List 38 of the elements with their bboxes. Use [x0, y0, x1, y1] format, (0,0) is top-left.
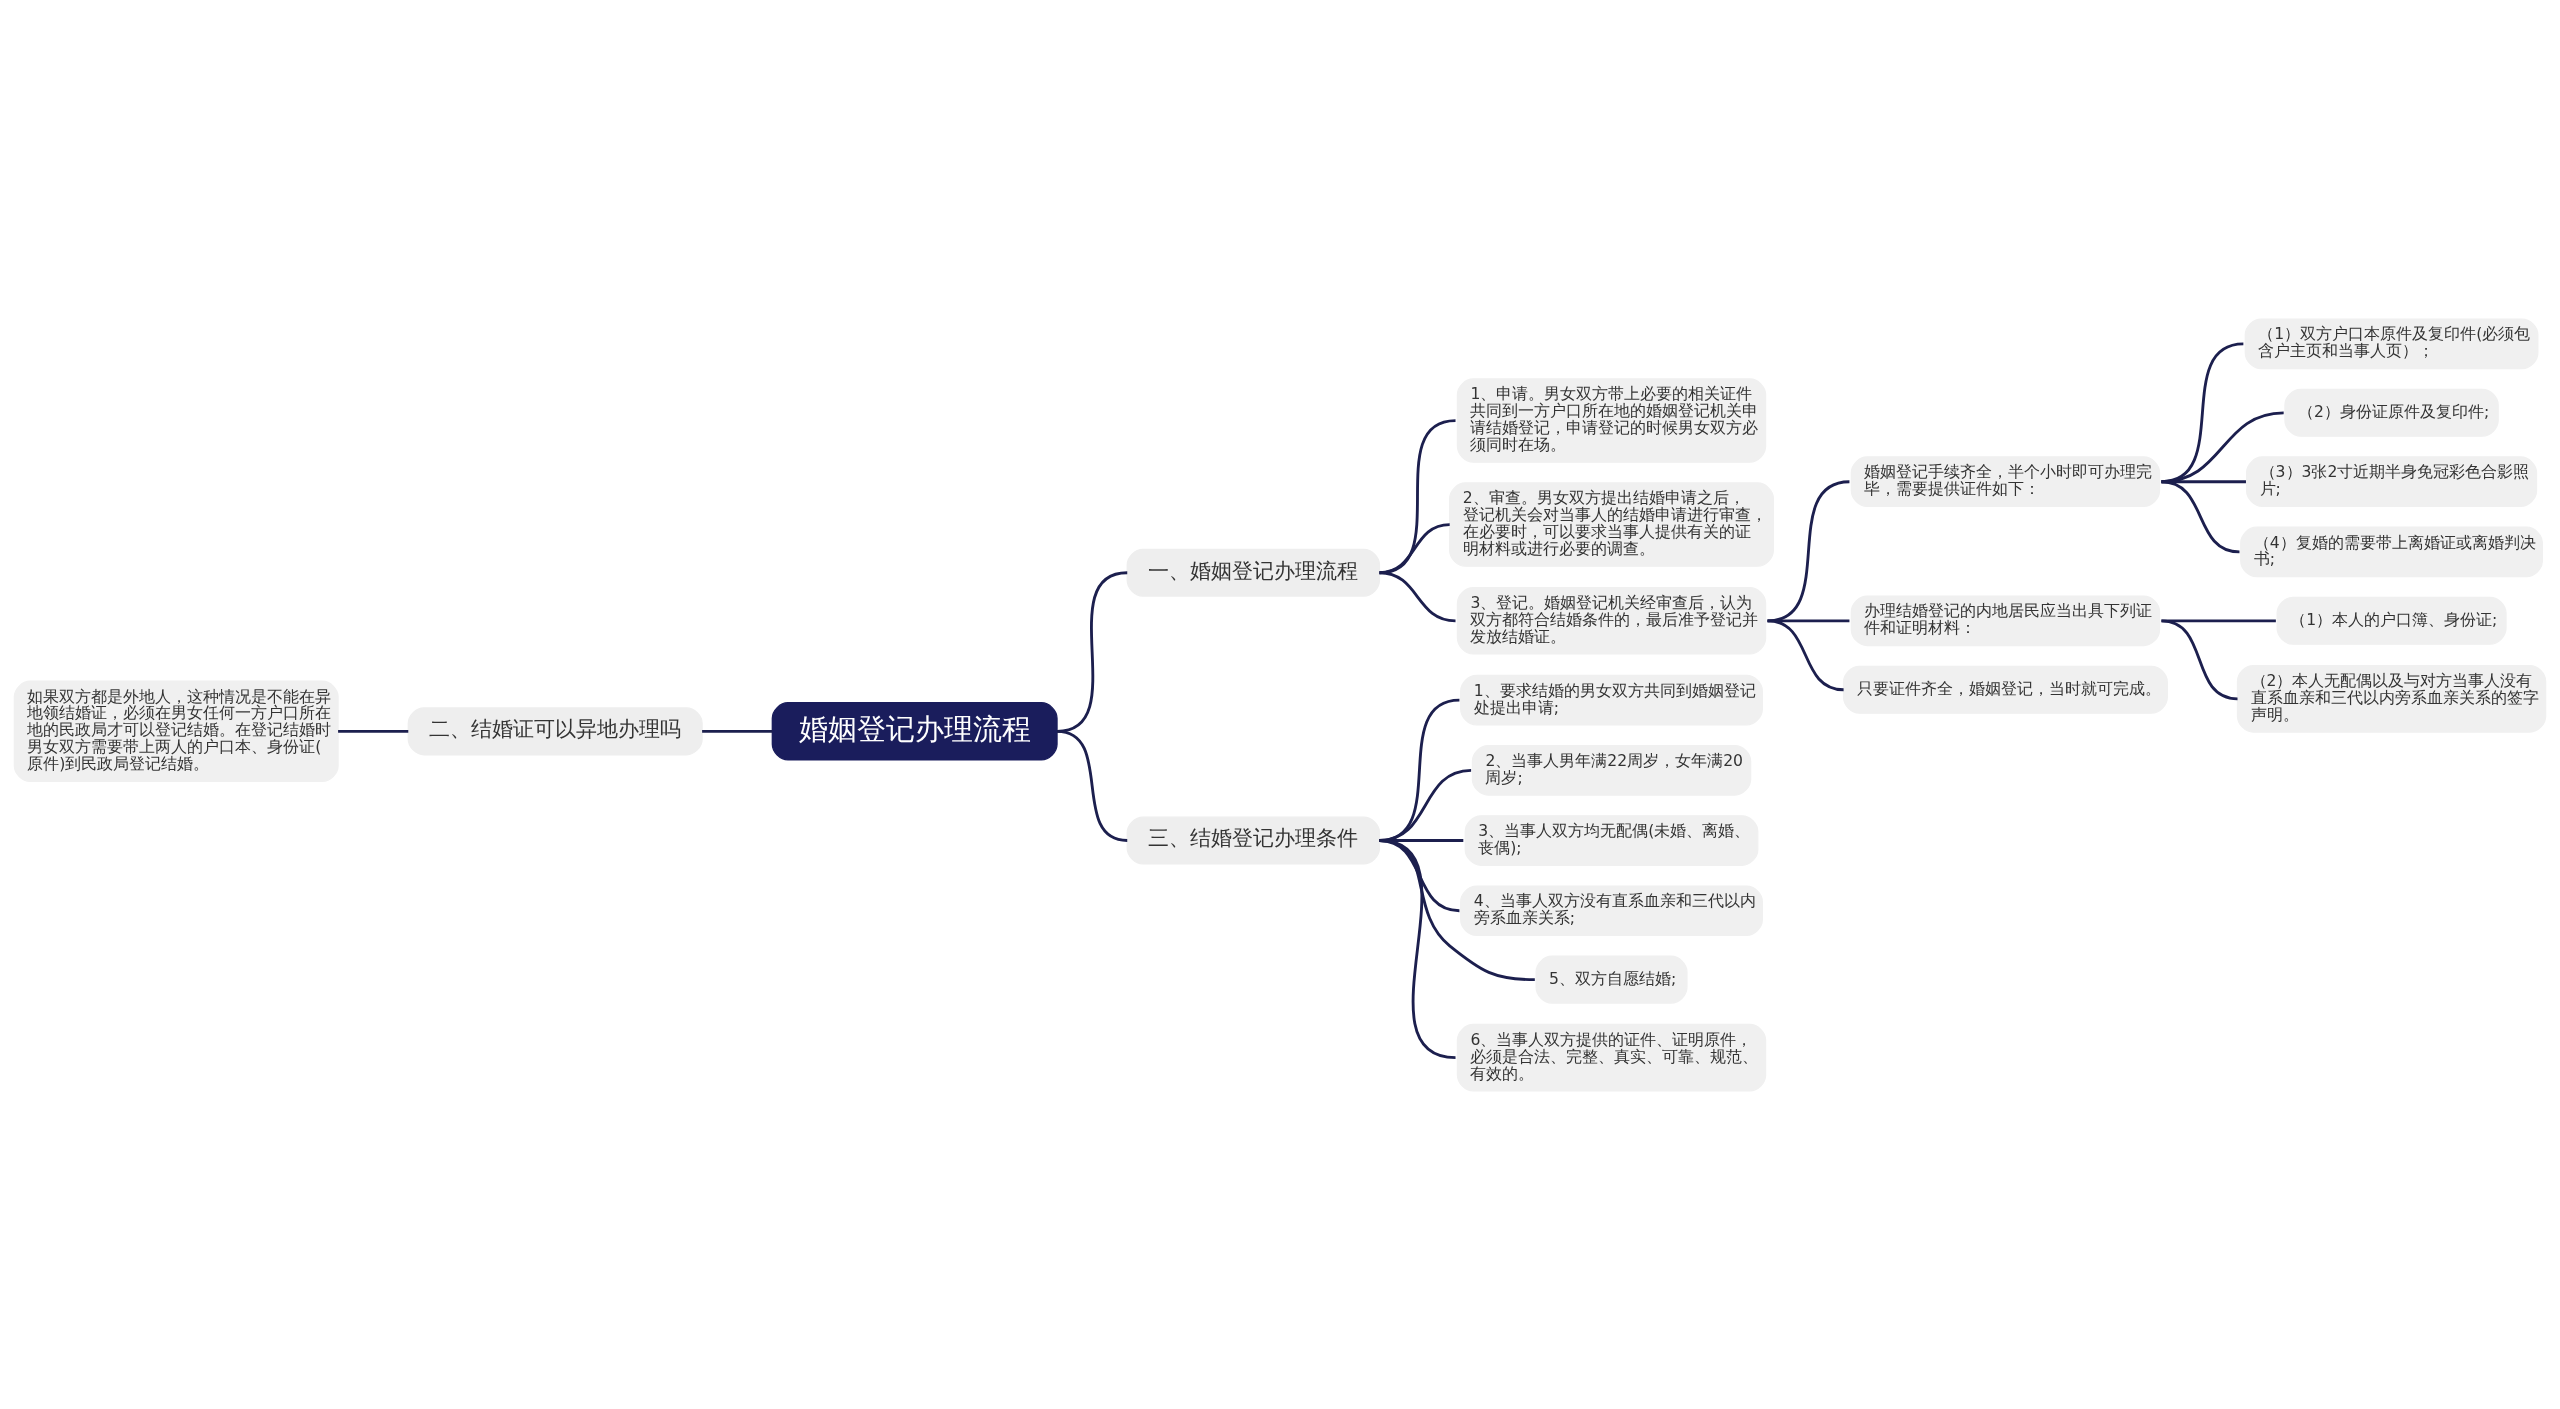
node-box: （1）本人的户口簿、身份证; [2276, 596, 2507, 645]
node-box: 2、审查。男女双方提出结婚申请之后，登记机关会对当事人的结婚申请进行审查，在必要时，可以要求当事人提供有关的证明材料或进行必要的调查。 [1449, 481, 1775, 567]
node-box: 办理结婚登记的内地居民应当出具下列证件和证明材料： [1850, 594, 2161, 646]
connector [1379, 570, 1456, 622]
node-box: 只要证件齐全，婚姻登记，当时就可完成。 [1842, 665, 2168, 714]
connector [1379, 522, 1450, 574]
node-box: 1、申请。男女双方带上必要的相关证件共同到一方户口所在地的婚姻登记机关申请结婚登记，申请登记的时候男女双方必须同时在场。 [1456, 377, 1767, 463]
connector [2161, 479, 2246, 483]
node-box: 婚姻登记办理流程 [771, 701, 1058, 761]
connector [1767, 479, 1850, 622]
node-box: （3）3张2寸近期半身免冠彩色合影照片; [2245, 455, 2538, 507]
connector [1767, 618, 1844, 691]
node-box: 婚姻登记手续齐全，半个小时即可办理完毕，需要提供证件如下： [1850, 455, 2161, 507]
node-box: （4）复婚的需要带上离婚证或离婚判决书; [2240, 526, 2544, 577]
node-box: 1、要求结婚的男女双方共同到婚姻登记处提出申请; [1460, 674, 1763, 725]
node-box: （1）双方户口本原件及复印件(必须包含户主页和当事人页）； [2244, 318, 2539, 369]
connector [1379, 418, 1456, 574]
connector [2161, 618, 2238, 700]
node-box: 4、当事人双方没有直系血亲和三代以内旁系血亲关系; [1460, 884, 1763, 936]
node-box: 一、婚姻登记办理流程 [1126, 548, 1381, 597]
node-box: 3、登记。婚姻登记机关经审查后，认为双方都符合结婚条件的，最后准予登记并发放结婚证。 [1456, 586, 1767, 655]
connector [702, 729, 773, 733]
connector [2161, 618, 2276, 622]
connector [2161, 479, 2240, 553]
node-box: 6、当事人双方提供的证件、证明原件，必须是合法、完整、真实、可靠、规范、有效的。 [1456, 1023, 1767, 1091]
connector [1056, 729, 1128, 842]
node-box: 3、当事人双方均无配偶(未婚、离婚、丧偶); [1464, 814, 1759, 866]
node-box: （2）本人无配偶以及与对方当事人没有直系血亲和三代以内旁系血亲关系的签字声明。 [2236, 664, 2547, 733]
connector [1767, 618, 1850, 622]
node-box: 如果双方都是外地人，这种情况是不能在异地领结婚证，必须在男女任何一方户口所在地的民政局才可以登记结婚。在登记结婚时男女双方需要带上两人的户口本、身份证(原件)到民政局登记结婚。 [13, 680, 339, 782]
node-box: 5、双方自愿结婚; [1535, 955, 1688, 1004]
connector [338, 729, 409, 733]
node-box: 2、当事人男年满22周岁，女年满20周岁; [1471, 744, 1752, 796]
node-box: 三、结婚登记办理条件 [1126, 816, 1381, 865]
connector [2161, 342, 2244, 483]
node-box: 二、结婚证可以异地办理吗 [407, 706, 703, 755]
connector [2161, 410, 2284, 483]
node-box: （2）身份证原件及复印件; [2284, 388, 2499, 437]
